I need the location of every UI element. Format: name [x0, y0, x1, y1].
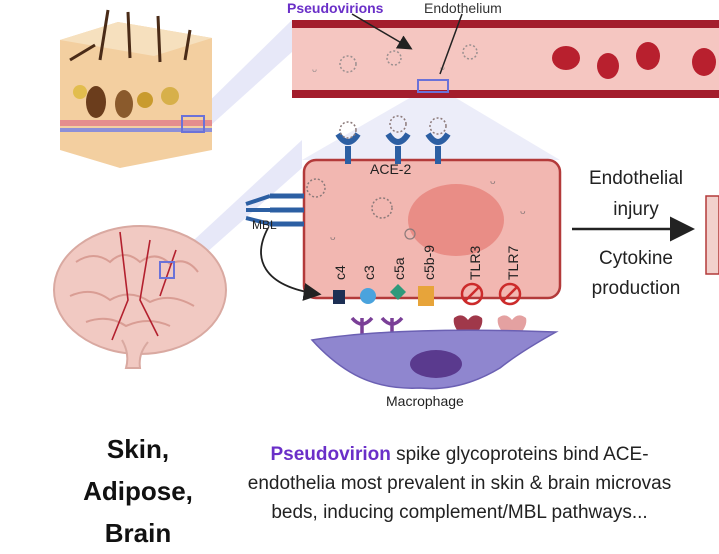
skin-zoom-box — [181, 115, 205, 133]
caption-line-1-rest: spike glycoproteins bind ACE- — [390, 444, 649, 465]
svg-text:ᴗ: ᴗ — [520, 206, 526, 217]
c5b9-symbol — [418, 286, 434, 306]
tissue-adipose: Adipose, — [83, 476, 193, 506]
zoom-wedge-skin — [190, 20, 292, 135]
blood-vessel: ᴗ ᴗ — [292, 13, 719, 98]
caption-highlight: Pseudovirion — [270, 444, 391, 465]
endothelial-injury-label: Endothelial injury — [566, 163, 706, 225]
pseudovirions-label: Pseudovirions — [287, 0, 384, 16]
mbl-icon — [245, 193, 322, 301]
c5a-label: c5a — [391, 257, 407, 280]
tlr3-blocked-icon — [460, 282, 484, 306]
c3-symbol — [360, 288, 376, 304]
caption: Pseudovirion spike glycoproteins bind AC… — [200, 440, 719, 527]
tissue-skin: Skin, — [106, 434, 170, 464]
c5a-symbol — [390, 284, 406, 300]
endothelial-cell: ᴗ ᴗ ᴗ — [302, 158, 562, 300]
c5b9-label: c5b-9 — [421, 245, 437, 280]
endothelium-label: Endothelium — [424, 0, 502, 16]
svg-text:ᴗ: ᴗ — [330, 232, 336, 243]
ace2-receptor-icon — [335, 115, 451, 164]
macrophage-cell — [310, 329, 559, 390]
tlr7-blocked-icon — [498, 282, 522, 306]
brain-icon — [53, 225, 227, 369]
tlr3-label: TLR3 — [467, 246, 483, 280]
zoom-wedge-vessel — [302, 92, 560, 160]
caption-line-3: beds, inducing complement/MBL pathways..… — [271, 502, 648, 523]
vessel-zoom-box — [417, 79, 449, 93]
svg-text:ᴗ: ᴗ — [312, 64, 317, 74]
tissue-brain: Brain — [104, 518, 172, 548]
c3-label: c3 — [361, 265, 377, 280]
c4-symbol — [333, 290, 345, 304]
injury-line-1: Endothelial — [588, 168, 684, 189]
cytokine-line-1: Cytokine — [599, 248, 673, 269]
caption-line-1: Pseudovirion spike glycoproteins bind AC… — [200, 440, 719, 469]
zoom-wedge-brain — [168, 140, 302, 276]
injury-line-2: injury — [613, 199, 659, 220]
svg-text:ᴗ: ᴗ — [490, 176, 496, 187]
tlr7-label: TLR7 — [505, 246, 521, 280]
cytokine-production-label: Cytokine production — [566, 244, 706, 304]
ace2-label: ACE-2 — [370, 161, 411, 177]
caption-line-2: endothelia most prevalent in skin & brai… — [247, 473, 672, 494]
mbl-label: MBL — [252, 218, 277, 232]
brain-zoom-box — [159, 261, 175, 279]
skin-section-icon — [60, 9, 212, 168]
c4-label: c4 — [332, 265, 348, 280]
cytokine-line-2: production — [591, 278, 681, 299]
next-panel-edge — [705, 195, 719, 275]
tissue-list: Skin, Adipose, Brain — [58, 428, 218, 554]
macrophage-label: Macrophage — [386, 393, 464, 409]
